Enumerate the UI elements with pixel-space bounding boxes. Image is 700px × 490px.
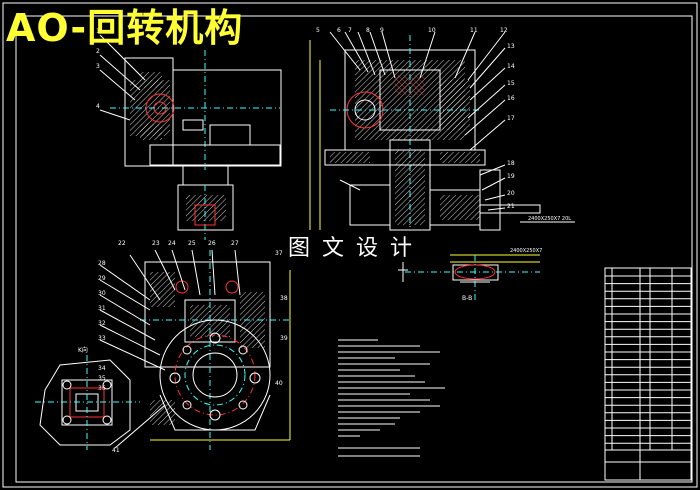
balloon-label: 12 <box>500 27 508 34</box>
technical-notes <box>338 339 445 457</box>
balloon-label: 6 <box>337 27 341 34</box>
balloon-label: 9 <box>380 27 384 34</box>
balloon-label: 10 <box>428 27 436 34</box>
balloon-label: 21 <box>507 203 515 210</box>
inner-frame <box>15 15 693 483</box>
svg-text:2: 2 <box>96 48 100 55</box>
balloon-label: 31 <box>98 305 106 312</box>
balloon-label: 38 <box>280 295 288 302</box>
balloon-label: 27 <box>231 240 239 247</box>
balloon-label: 18 <box>507 160 515 167</box>
balloon-label: 20 <box>507 190 515 197</box>
balloon-label: 39 <box>280 335 288 342</box>
svg-text:3: 3 <box>96 63 100 70</box>
bottom-main-view <box>99 249 291 450</box>
balloon-label: 28 <box>98 260 106 267</box>
k-detail-view <box>35 355 140 450</box>
balloon-label: 7 <box>348 27 352 34</box>
balloon-label: 13 <box>507 43 515 50</box>
top-right-section: 2400X250X7 20L <box>309 31 575 231</box>
balloon-label: 19 <box>507 173 515 180</box>
balloon-label: 37 <box>275 250 283 257</box>
section-bb-view: 2400X250X7 <box>398 248 542 300</box>
balloon-label: 22 <box>118 240 126 247</box>
balloon-label: 33 <box>98 335 106 342</box>
balloon-label: 40 <box>275 380 283 387</box>
balloon-label: 29 <box>98 275 106 282</box>
section-bb-label: B-B <box>462 295 472 302</box>
balloon-label: 5 <box>316 27 320 34</box>
balloon-label: 14 <box>507 63 515 70</box>
svg-text:2400X250X7 20L: 2400X250X7 20L <box>528 216 571 222</box>
balloon-label: 34 <box>98 365 106 372</box>
svg-text:2400X250X7: 2400X250X7 <box>510 248 542 254</box>
top-left-view: 1 2 3 4 <box>96 28 282 240</box>
watermark-text: 图文设计 <box>288 236 425 261</box>
k-view-label: K向 <box>78 346 88 354</box>
balloon-label: 15 <box>507 80 515 87</box>
balloon-label: 11 <box>470 27 478 34</box>
balloon-label: 30 <box>98 290 106 297</box>
balloon-label: 26 <box>208 240 216 247</box>
balloon-label: 16 <box>507 95 515 102</box>
balloon-label: 35 <box>98 375 106 382</box>
drawing-title: AO-回转机构 <box>6 6 244 50</box>
balloon-label: 41 <box>112 447 120 454</box>
svg-text:1: 1 <box>96 28 100 35</box>
balloon-label: 8 <box>366 27 370 34</box>
svg-text:4: 4 <box>96 103 100 110</box>
balloon-label: 17 <box>507 115 515 122</box>
balloon-label: 24 <box>168 240 176 247</box>
parts-list-table <box>604 267 692 481</box>
balloon-label: 25 <box>188 240 196 247</box>
balloon-label: 23 <box>152 240 160 247</box>
balloon-label: 32 <box>98 320 106 327</box>
